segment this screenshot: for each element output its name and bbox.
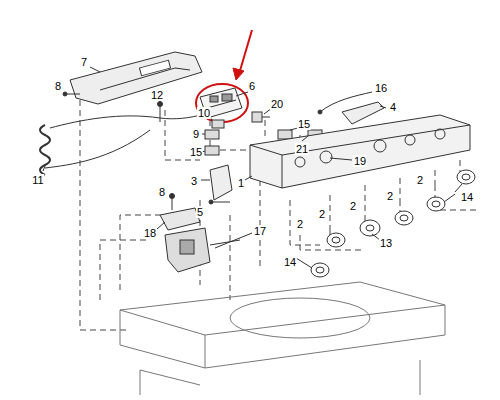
callout-number: 14 [460, 191, 474, 203]
callout-number: 2 [349, 200, 357, 212]
callout-number: 20 [270, 98, 284, 110]
callout-number: 15 [189, 146, 203, 158]
callout-number: 8 [158, 186, 166, 198]
callout-number: 17 [253, 225, 267, 237]
callout-number: 13 [379, 237, 393, 249]
callout-number: 5 [196, 206, 204, 218]
callout-number: 6 [248, 80, 256, 92]
callout-number: 2 [386, 190, 394, 202]
callout-number: 15 [297, 118, 311, 130]
callout-number: 16 [374, 82, 388, 94]
callout-number: 7 [80, 56, 88, 68]
callout-number: 10 [197, 107, 211, 119]
callout-number: 8 [54, 80, 62, 92]
callout-number: 12 [150, 89, 164, 101]
callout-number: 21 [295, 143, 309, 155]
callout-number: 4 [389, 101, 397, 113]
callout-number: 2 [416, 174, 424, 186]
callout-number: 19 [353, 155, 367, 167]
callout-number: 18 [143, 227, 157, 239]
callout-number: 3 [190, 175, 198, 187]
callout-number: 2 [296, 218, 304, 230]
callout-number: 1 [237, 177, 245, 189]
callout-number: 2 [318, 208, 326, 220]
callout-number: 14 [283, 256, 297, 268]
callout-number: 9 [192, 128, 200, 140]
callout-number: 11 [31, 174, 44, 186]
